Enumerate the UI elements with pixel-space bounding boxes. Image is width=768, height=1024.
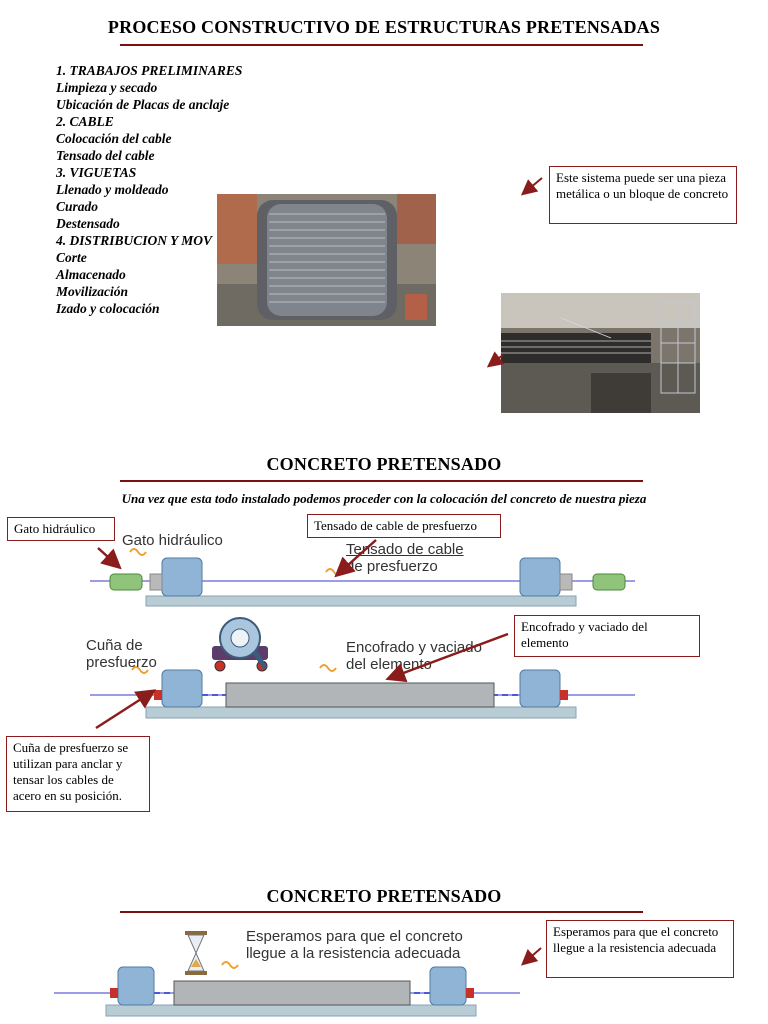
diagram-label-espera: Esperamos para que el concreto llegue a …	[246, 928, 463, 962]
section-title: CONCRETO PRETENSADO	[0, 454, 768, 475]
label-line: Esperamos para que el concreto	[246, 928, 463, 945]
title-rule	[120, 911, 643, 913]
gato-callout: Gato hidráulico	[7, 517, 115, 541]
tensado-callout: Tensado de cable de presfuerzo	[307, 514, 501, 538]
encofrado-callout: Encofrado y vaciado del elemento	[514, 615, 700, 657]
callout-arrow	[524, 178, 542, 193]
label-line: llegue a la resistencia adecuada	[246, 945, 463, 962]
anchor-system-callout: Este sistema puede ser una pieza metálic…	[549, 166, 737, 224]
section-title: CONCRETO PRETENSADO	[0, 886, 768, 907]
callout-arrow	[490, 355, 503, 365]
espera-callout: Esperamos para que el concreto llegue a …	[546, 920, 734, 978]
cuna-callout: Cuña de presfuerzo se utilizan para ancl…	[6, 736, 150, 812]
title-rule	[120, 480, 643, 482]
